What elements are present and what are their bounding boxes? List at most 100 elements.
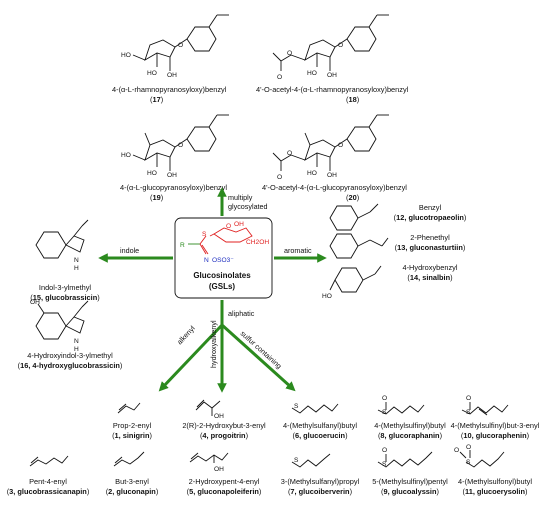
compound-5-num: 5 (189, 487, 193, 496)
arrow-sulfur (220, 323, 296, 392)
atom-o: O (466, 444, 471, 451)
atom-oh: OH (167, 72, 177, 79)
compound-17-name: 4-(α-L-rhamnopyranosyloxy)benzyl (112, 85, 227, 94)
compound-18-number: (18) (346, 95, 359, 104)
compound-3-num: 3 (9, 487, 13, 496)
compound-13-trivial: gluconasturtiin (409, 243, 463, 252)
compound-4-trivial: progoitrin (211, 431, 246, 440)
atom-n: N (74, 338, 79, 345)
atom-ho: HO (307, 170, 317, 177)
compound-17-number: (17) (150, 95, 163, 104)
atom-o: O (178, 42, 183, 49)
atom-oh: OH (30, 299, 40, 306)
label-sulfur: sulfur containing (239, 329, 284, 371)
structure-5: OH (189, 452, 229, 473)
compound-12-trivial: glucotropaeolin (408, 213, 464, 222)
compound-20-num: 20 (348, 193, 356, 202)
compound-8-num: 8 (380, 431, 384, 440)
hub-oso3-label: OSO3⁻ (212, 257, 234, 264)
atom-oh: OH (214, 413, 224, 420)
atom-ho: HO (147, 70, 157, 77)
atom-s: S (466, 459, 471, 466)
compound-5-trivial: gluconapoleiferin (197, 487, 259, 496)
compound-3-label: (3, glucobrassicanapin) (7, 487, 90, 496)
structure-17: HO HO OH O (121, 14, 229, 79)
compound-4-name: 2(R)-2-Hydroxybut-3-enyl (182, 421, 266, 430)
compound-13-num: 13 (397, 243, 405, 252)
compound-6-num: 6 (295, 431, 299, 440)
atom-oh: OH (214, 466, 224, 473)
structure-9: O S (377, 447, 433, 468)
compound-10-num: 10 (463, 431, 471, 440)
label-indole: indole (120, 246, 139, 255)
compound-16-name: 4-Hydroxyindol-3-ylmethyl (27, 351, 113, 360)
label-aromatic: aromatic (284, 246, 312, 255)
hub-abbr: (GSLs) (209, 282, 236, 291)
compound-1-num: 1 (115, 431, 119, 440)
atom-o: O (277, 174, 282, 181)
compound-12-label: (12, glucotropaeolin) (394, 213, 467, 222)
atom-o: O (454, 447, 459, 454)
compound-11-trivial: glucoerysolin (477, 487, 526, 496)
label-multiply-2: glycosylated (228, 202, 268, 211)
label-multiply-1: multiply (228, 193, 253, 202)
compound-1-label: (1, sinigrin) (112, 431, 152, 440)
compound-16-num: 16 (20, 361, 28, 370)
compound-9-label: (9, glucoalyssin) (381, 487, 439, 496)
structure-3 (29, 455, 69, 467)
compound-17-num: 17 (152, 95, 160, 104)
structure-8: O S (377, 395, 425, 416)
compound-20-name: 4'-O-acetyl-4-(α-L-glucopyranosyloxy)ben… (262, 183, 407, 192)
arrow-alkenyl (158, 323, 224, 392)
atom-s: S (382, 409, 387, 416)
compound-10-label: (10, glucoraphenin) (461, 431, 529, 440)
compound-7-trivial: glucoiberverin (299, 487, 350, 496)
structure-1 (117, 402, 141, 414)
compound-6-label: (6, glucoerucin) (292, 431, 347, 440)
atom-s: S (294, 457, 299, 464)
compound-14-name: 4-Hydroxybenzyl (402, 263, 457, 272)
atom-n: N (74, 257, 79, 264)
compound-12-num: 12 (396, 213, 404, 222)
compound-19-num: 19 (152, 193, 160, 202)
atom-o: O (287, 50, 292, 57)
atom-o: O (277, 74, 282, 81)
compound-16-trivial: 4-hydroxyglucobrassicin (32, 361, 120, 370)
hub-r-label: R (180, 242, 185, 249)
label-hydroxyalkenyl: hydroxyalkenyl (209, 320, 218, 368)
atom-s: S (382, 461, 387, 468)
compound-9-trivial: glucoalyssin (392, 487, 437, 496)
compound-18-num: 18 (348, 95, 356, 104)
hub-n-label: N (204, 257, 209, 264)
structure-11: O O S (454, 444, 505, 468)
atom-o: O (338, 142, 343, 149)
label-alkenyl: alkenyl (175, 324, 197, 347)
compound-11-name: 4-(Methylsulfonyl)butyl (458, 477, 532, 486)
structure-10: O S (461, 395, 509, 416)
compound-3-name: Pent-4-enyl (29, 477, 67, 486)
compound-15-num: 15 (33, 293, 41, 302)
compound-9-num: 9 (383, 487, 387, 496)
compound-1-name: Prop-2-enyl (113, 421, 152, 430)
compound-2-label: (2, gluconapin) (106, 487, 159, 496)
atom-o: O (338, 42, 343, 49)
structure-19: HO HO OH O (121, 114, 229, 179)
atom-ho: HO (322, 293, 332, 300)
structure-2 (113, 451, 145, 467)
compound-5-name: 2-Hydroxypent-4-enyl (189, 477, 260, 486)
structure-13 (329, 233, 389, 259)
compound-7-label: (7, glucoiberverin) (288, 487, 352, 496)
compound-14-trivial: sinalbin (422, 273, 450, 282)
compound-4-label: (4, progoitrin) (200, 431, 248, 440)
compound-15-trivial: glucobrassicin (45, 293, 98, 302)
compound-10-trivial: glucoraphenin (476, 431, 527, 440)
atom-o: O (287, 150, 292, 157)
compound-8-name: 4-(Methylsulfinyl)butyl (374, 421, 446, 430)
structure-14: HO (322, 265, 382, 300)
compound-3-trivial: glucobrassicanapin (17, 487, 87, 496)
structure-20: O O HO OH O (272, 114, 389, 181)
compound-11-num: 11 (465, 487, 473, 496)
compound-13-label: (13, gluconasturtiin) (395, 243, 466, 252)
compound-14-num: 14 (410, 273, 419, 282)
